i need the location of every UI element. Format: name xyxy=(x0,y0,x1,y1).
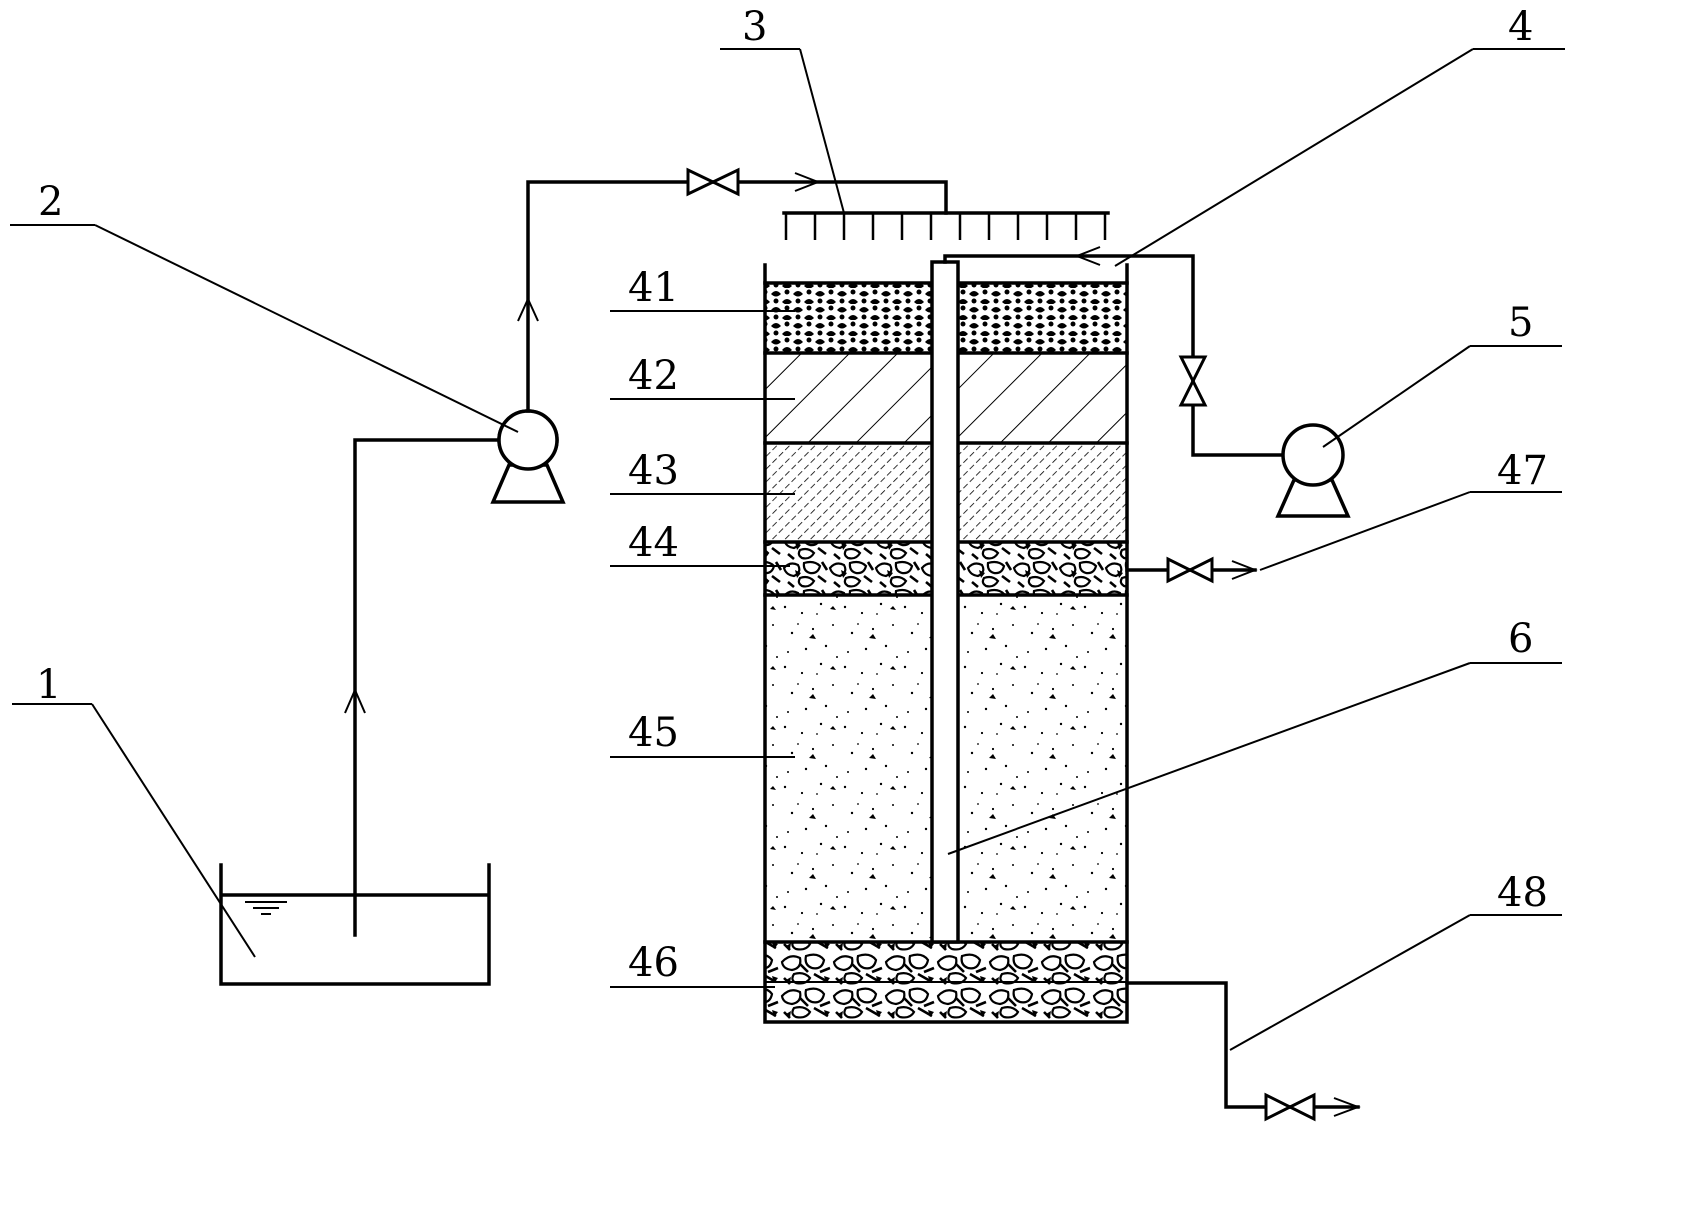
bottom-outlet-pipe xyxy=(1125,981,1360,1109)
feed-pump-icon xyxy=(490,409,566,504)
bottom-outlet-valve-icon xyxy=(1264,1092,1316,1122)
central-pipe xyxy=(930,260,960,944)
label-tank: 1 xyxy=(36,662,61,708)
label-layer-44: 44 xyxy=(628,520,679,566)
flow-arrow-right-icon xyxy=(1231,560,1258,580)
recirculation-valve-icon xyxy=(1178,355,1208,407)
flow-arrow-right-icon xyxy=(1333,1097,1361,1117)
label-layer-41: 41 xyxy=(628,265,679,311)
flow-arrow-up-icon xyxy=(344,687,366,714)
label-side-outlet: 47 xyxy=(1497,448,1548,494)
label-feed-pump: 2 xyxy=(38,179,63,225)
flow-arrow-up-icon xyxy=(517,296,539,322)
recirculation-pipe xyxy=(943,254,1285,457)
label-layer-42: 42 xyxy=(628,353,679,399)
feed-valve-icon xyxy=(686,167,740,197)
recirculation-pump-icon xyxy=(1275,423,1351,518)
spray-distributor xyxy=(782,211,1110,240)
label-spray-distributor: 3 xyxy=(742,4,767,50)
label-bottom-outlet: 48 xyxy=(1497,870,1548,916)
flow-arrow-right-icon xyxy=(794,172,821,192)
label-layer-45: 45 xyxy=(628,710,679,756)
label-central-pipe: 6 xyxy=(1508,616,1533,662)
leader-lines xyxy=(10,48,1565,1051)
label-layer-43: 43 xyxy=(628,448,679,494)
label-layer-46: 46 xyxy=(628,940,679,986)
flow-arrow-left-icon xyxy=(1074,246,1101,266)
label-filter-column: 4 xyxy=(1508,4,1533,50)
water-level-icon xyxy=(245,901,287,915)
label-recirculation-pump: 5 xyxy=(1508,300,1533,346)
suction-pipe xyxy=(353,438,500,937)
side-outlet-valve-icon xyxy=(1166,556,1214,584)
